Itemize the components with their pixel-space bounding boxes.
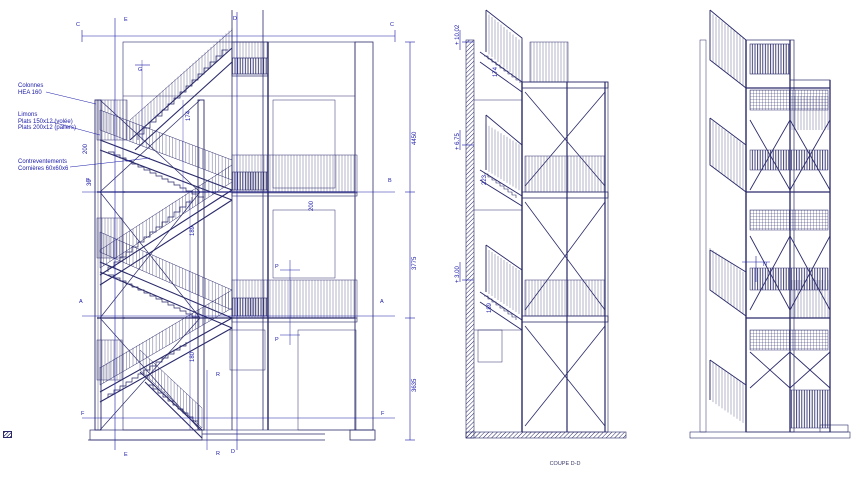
marker-a-right: A — [380, 299, 384, 305]
level-300: + 3.00 — [455, 266, 461, 283]
note-limons: Limons Plats 150x12 (volée) Plats 200x12… — [18, 112, 76, 132]
note-contrev-line1: Contreventements — [18, 159, 68, 165]
marker-p-bottom: P — [275, 337, 279, 343]
marker-e-bottom: E — [124, 452, 128, 458]
marker-f-right: F — [381, 411, 385, 417]
note-limons-line3: Plats 200x12 (paliers) — [18, 125, 77, 131]
marker-e-top: E — [124, 17, 128, 23]
section-dim-174: 174 — [493, 66, 499, 77]
hatch-legend-icon — [3, 431, 12, 438]
marker-f-left: F — [81, 411, 85, 417]
section-d-d — [465, 9, 627, 439]
section-dim-223: 223 — [482, 174, 488, 185]
marker-c-left: C — [76, 22, 80, 28]
marker-r-bottom: R — [216, 451, 220, 457]
section-caption: COUPE D-D — [549, 461, 581, 467]
dimension-3775: 3775 — [412, 256, 418, 270]
dimension-3635: 3635 — [412, 378, 418, 392]
dimension-200b: 200 — [309, 200, 315, 211]
elevation-left — [88, 10, 376, 441]
dimension-30: 30 — [87, 179, 93, 186]
dimension-189: 189 — [190, 225, 196, 236]
elevation-right — [689, 9, 851, 439]
marker-b-mid: B — [86, 178, 90, 184]
dimension-174: 174 — [186, 110, 192, 121]
dimension-200a: 200 — [83, 143, 89, 154]
note-limons-line1: Limons — [18, 112, 38, 118]
dimension-4450: 4450 — [412, 131, 418, 145]
dimension-180: 180 — [190, 351, 196, 362]
marker-b-right: B — [388, 178, 392, 184]
section-dim-189: 189 — [487, 302, 493, 313]
marker-n-right: N — [763, 262, 767, 268]
marker-r-mid: R — [216, 372, 220, 378]
level-1002: + 10.02 — [455, 24, 461, 45]
note-colonnes-line2: HEA 160 — [18, 89, 42, 96]
marker-d-top: D — [233, 16, 237, 22]
level-675: + 6.75 — [455, 133, 461, 150]
note-contrev-line2: Cornières 60x60x6 — [18, 165, 69, 172]
note-colonnes: Colonnes HEA 160 — [18, 83, 43, 96]
dimension-lines-left — [45, 12, 415, 450]
marker-d-bottom: D — [231, 449, 235, 455]
marker-g-top: G — [138, 67, 143, 73]
note-limons-line2: Plats 150x12 (volée) — [18, 118, 73, 125]
marker-a-left: A — [79, 299, 83, 305]
note-colonnes-line1: Colonnes — [18, 83, 44, 89]
note-contreventements: Contreventements Cornières 60x60x6 — [18, 159, 68, 172]
marker-p-top: P — [275, 264, 279, 270]
marker-c-right: C — [390, 22, 394, 28]
